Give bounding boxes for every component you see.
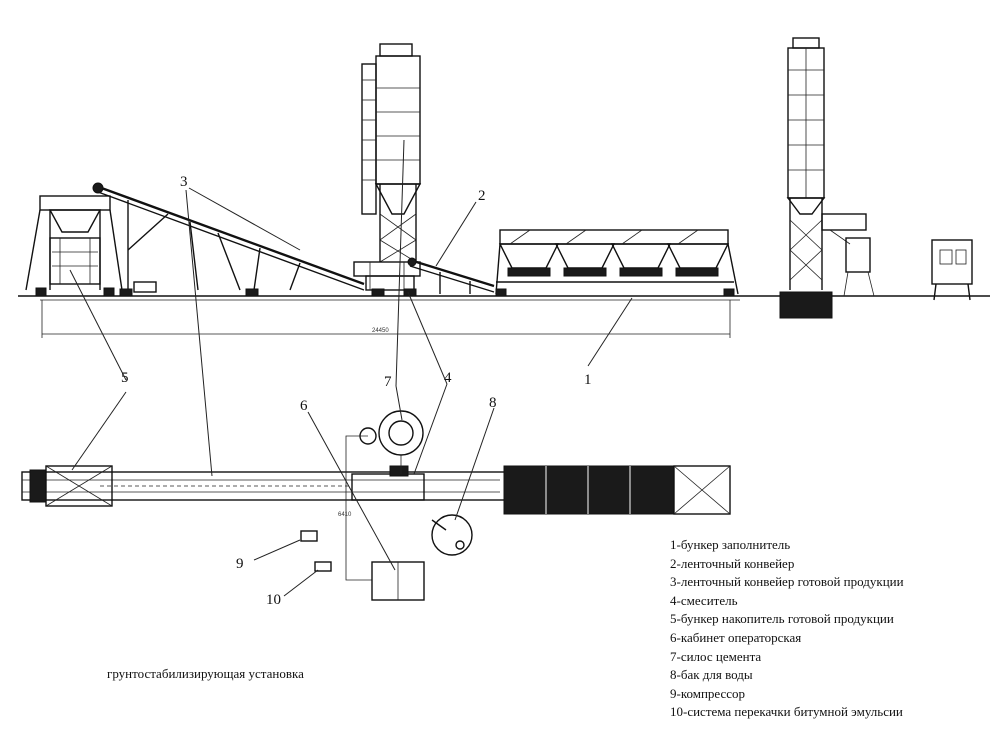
callout-7: 7 — [384, 374, 392, 390]
callout-1: 1 — [584, 372, 592, 388]
legend-item: 10-система перекачки битумной эмульсии — [670, 704, 903, 720]
callout-3: 3 — [180, 174, 188, 190]
operator-cabin-side-view — [931, 239, 973, 301]
legend-item: 4-смеситель — [670, 592, 738, 608]
legend: 1-бункер заполнитель 2-ленточный конвейе… — [670, 536, 995, 722]
storage-hopper-structure — [25, 195, 123, 297]
overall-dimension — [41, 300, 731, 338]
aggregate-bins-elevation — [495, 229, 739, 297]
legend-item: 6-кабинет операторская — [670, 629, 802, 645]
legend-item: 8-бак для воды — [670, 667, 753, 683]
svg-text:6410: 6410 — [338, 512, 352, 518]
callout-2: 2 — [478, 188, 486, 204]
leader-lines — [69, 139, 633, 597]
callout-5: 5 — [121, 370, 129, 386]
product-conveyor-elevation — [92, 182, 365, 297]
feed-conveyor-elevation — [407, 257, 495, 294]
callouts: 1 2 3 4 5 6 7 8 9 10 — [121, 174, 592, 608]
legend-item: 7-силос цемента — [670, 648, 762, 664]
legend-item: 1-бункер заполнитель — [670, 537, 791, 552]
svg-text:24450: 24450 — [372, 328, 389, 334]
cement-silo-elevation — [353, 43, 422, 297]
legend-item: 9-компрессор — [670, 685, 746, 701]
drawing-caption: грунтостабилизирующая установка — [107, 666, 304, 681]
callout-6: 6 — [300, 398, 308, 414]
legend-item: 3-ленточный конвейер готовой продукции — [670, 574, 904, 590]
legend-item: 5-бункер накопитель готовой продукции — [670, 611, 894, 627]
callout-8: 8 — [489, 395, 497, 411]
plan-view: 6410 — [21, 410, 731, 601]
elevation-view — [18, 37, 990, 338]
cement-silo-side-view — [779, 37, 875, 319]
legend-item: 2-ленточный конвейер — [670, 555, 795, 571]
callout-10: 10 — [266, 592, 281, 608]
callout-9: 9 — [236, 556, 244, 572]
callout-4: 4 — [444, 370, 452, 386]
